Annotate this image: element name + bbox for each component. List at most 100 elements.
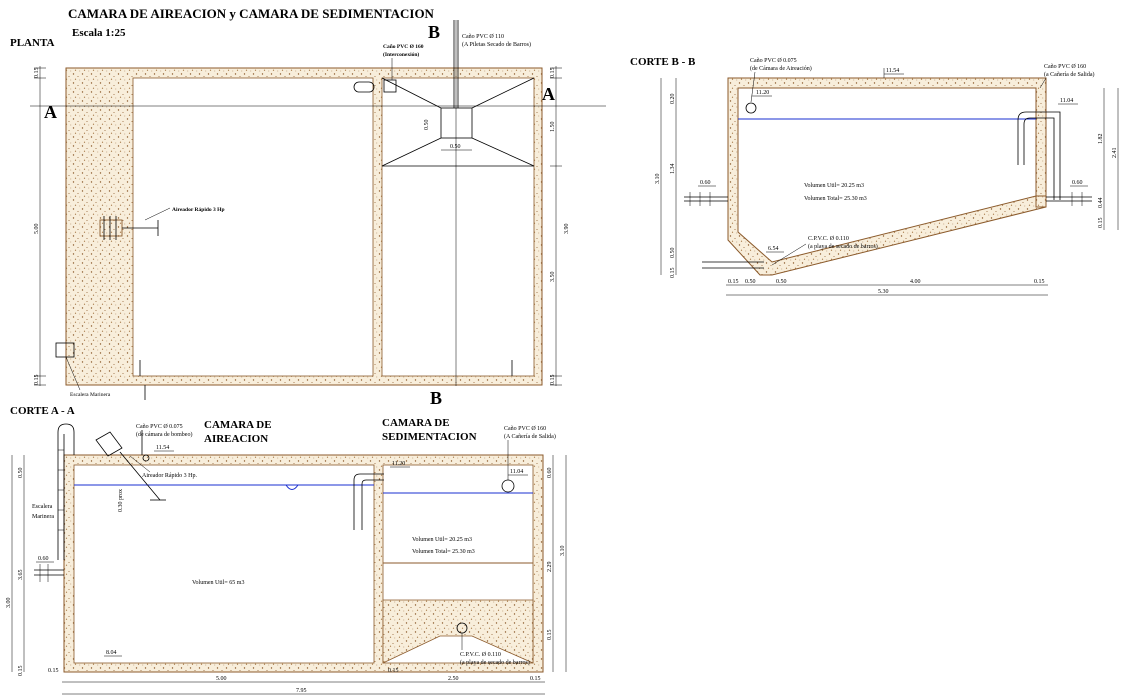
bb-level-bottom: 6.54: [768, 246, 779, 252]
aa-submerge: 0.30 prox: [118, 489, 124, 512]
plan-pipe-110: Caño PVC Ø 110: [462, 34, 504, 40]
aa-pipe-160-note: (A Cañería de Salida): [504, 433, 556, 440]
plan-aerator: [99, 207, 171, 240]
aa-level-floor: 8.04: [106, 650, 117, 656]
plan-hopper: [381, 77, 535, 167]
section-b-top: B: [428, 22, 440, 42]
plan-pipe-160-note: (Interconexión): [383, 51, 419, 58]
section-a-right: A: [542, 84, 555, 104]
section-bb-label: CORTE B - B: [630, 56, 696, 68]
aa-ladder: [57, 423, 75, 560]
dim-aa-b015c: 0.15: [530, 676, 541, 682]
drawing-title: CAMARA DE AIREACION y CAMARA DE SEDIMENT…: [68, 6, 435, 21]
dim-aa-b500: 5.00: [216, 676, 227, 682]
dim-aa-b250: 2.50: [448, 676, 459, 682]
dim-aa-050: 0.50: [18, 468, 24, 479]
plan-ladder-label: Escalera Marinera: [70, 392, 111, 398]
bb-cpvc: C.P.V.C. Ø 0.110: [808, 236, 849, 242]
dim-aa-365: 3.65: [18, 570, 24, 581]
dim-bb-310: 3.10: [655, 174, 661, 185]
dim-plan-right-top: 0.15: [550, 68, 556, 79]
dim-plan-left-bottom: 0.15: [34, 375, 40, 386]
aa-cpvc-note: (a playa de secado de barros): [460, 659, 530, 666]
aa-ladder-l1: Escalera: [32, 504, 53, 510]
dim-plan-right-total: 3.90: [564, 224, 570, 235]
aeration-chamber-l1: CAMARA DE: [204, 419, 272, 431]
dim-bb-r015: 0.15: [1098, 218, 1104, 229]
dim-aa-b795: 7.95: [296, 688, 307, 694]
dim-plan-hopper-w: 0.50: [450, 144, 461, 150]
aa-pipe-160: Caño PVC Ø 160: [504, 426, 546, 432]
section-b-bottom: B: [430, 388, 442, 408]
bb-left-inlet: [684, 192, 728, 206]
plan-aeration-inner: [132, 77, 374, 377]
bb-cpvc-note: (a playa de secado de barros): [808, 243, 878, 250]
plan-sedimentation-inner: [381, 77, 535, 377]
dim-aa-r229: 2.29: [547, 562, 553, 573]
section-a-left: A: [44, 102, 57, 122]
dim-aa-r310: 3.10: [560, 546, 566, 557]
aa-level-in: 11.20: [392, 461, 405, 467]
dim-aa-r060: 0.60: [547, 468, 553, 479]
aa-level-top: 11.54: [156, 445, 169, 451]
plan-pipe-110-note: (A Piletas Secado de Barros): [462, 41, 531, 48]
dim-bb-b530: 5.30: [878, 289, 889, 295]
aeration-chamber-l2: AIREACION: [204, 433, 268, 445]
dim-bb-134: 1.34: [670, 164, 676, 175]
plan-pipe-160: Caño PVC Ø 160: [383, 44, 424, 50]
bb-vol-total: Volumen Total= 25.30 m3: [804, 196, 867, 202]
scale-label: Escala 1:25: [72, 27, 126, 39]
plan-view: A A B B Caño PVC Ø 110 (A Piletas Secado…: [30, 20, 606, 408]
bb-pipe-160-note: (a Cañería de Salida): [1044, 71, 1094, 78]
section-aa-label: CORTE A - A: [10, 405, 75, 417]
dim-bb-015: 0.15: [670, 268, 676, 279]
section-bb: CORTE B - B Caño PVC Ø 0.075 (de Cámara: [630, 56, 1119, 296]
dim-bb-050: 0.50: [670, 248, 676, 259]
aa-cpvc: C.P.V.C. Ø 0.110: [460, 652, 501, 658]
dim-bb-060b: 0.60: [1072, 180, 1083, 186]
aa-vol-total: Volumen Total= 25.30 m3: [412, 549, 475, 555]
dim-aa-b015a: 0.15: [48, 668, 59, 674]
dim-plan-left-total: 5.00: [34, 224, 40, 235]
planta-label: PLANTA: [10, 37, 54, 49]
dim-bb-b050b: 0.50: [776, 279, 787, 285]
aa-ladder-l2: Marinera: [32, 514, 54, 520]
dim-bb-060a: 0.60: [700, 180, 711, 186]
bb-level-in: 11.20: [756, 90, 769, 96]
sed-chamber-l2: SEDIMENTACION: [382, 431, 477, 443]
dim-aa-b015b: 0.15: [388, 668, 399, 674]
aa-aerator-label: Aireador Rápido 3 Hp.: [142, 473, 197, 479]
aa-level-out: 11.04: [510, 469, 523, 475]
aa-pipe-075: Caño PVC Ø 0.075: [136, 424, 183, 430]
dim-aa-015: 0.15: [18, 666, 24, 677]
section-bb-walls: [727, 77, 1047, 276]
dim-bb-182: 1.82: [1098, 134, 1104, 145]
dim-plan-right-mid: 1.50: [550, 122, 556, 133]
dim-bb-020: 0.20: [670, 94, 676, 105]
bb-pipe-075-note: (de Cámara de Aireación): [750, 65, 812, 72]
sed-chamber-l1: CAMARA DE: [382, 417, 450, 429]
dim-aa-060: 0.60: [38, 556, 49, 562]
bb-level-out: 11.04: [1060, 98, 1073, 104]
bb-pipe-075: Caño PVC Ø 0.075: [750, 58, 797, 64]
dim-plan-hopper-h: 0.50: [424, 120, 430, 131]
dim-bb-241: 2.41: [1112, 148, 1118, 159]
dim-aa-r015: 0.15: [547, 630, 553, 641]
plan-aerator-label: Aireador Rápido 3 Hp: [172, 207, 225, 213]
dim-plan-left-top: 0.15: [34, 68, 40, 79]
section-aa: CORTE A - A CAMARA DE AIREACION CAMARA D…: [6, 405, 567, 695]
aa-aerator: [95, 431, 166, 501]
dim-bb-b015a: 0.15: [728, 279, 739, 285]
dim-aa-300: 3.00: [6, 598, 12, 609]
bb-pipe-160: Caño PVC Ø 160: [1044, 64, 1086, 70]
aa-vol-aer: Volumen Util= 65 m3: [192, 580, 244, 586]
bb-vol-util: Volumen Util= 20.25 m3: [804, 183, 864, 189]
dim-plan-right-low: 3.50: [550, 272, 556, 283]
dim-bb-044: 0.44: [1098, 198, 1104, 209]
aa-aeration-inner: [73, 464, 375, 664]
dim-plan-right-bottom: 0.15: [550, 375, 556, 386]
aa-vol-util: Volumen Util= 20.25 m3: [412, 537, 472, 543]
bb-level-top: 11.54: [886, 68, 899, 74]
dim-bb-b400: 4.00: [910, 279, 921, 285]
